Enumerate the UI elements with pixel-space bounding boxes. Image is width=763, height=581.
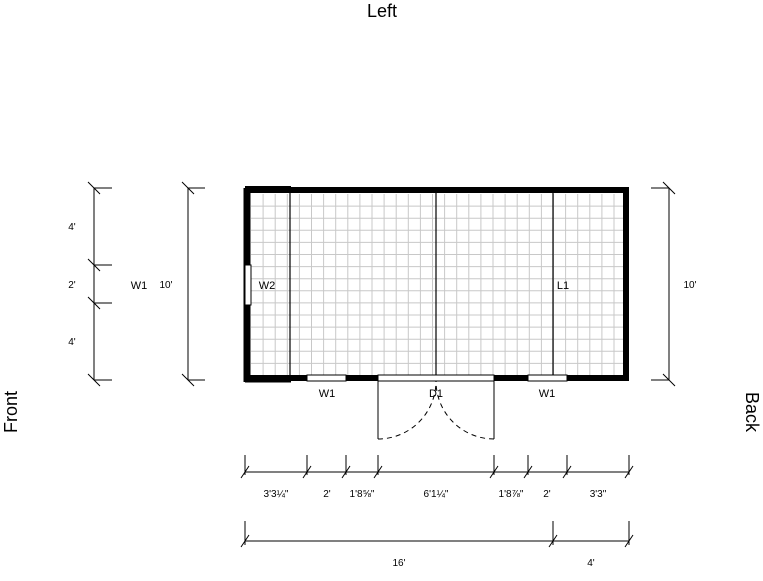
dim-bottom-overall-line — [240, 521, 634, 548]
dim-left-segments — [87, 181, 112, 387]
side-label-back: Back — [742, 392, 762, 433]
label-w2: W2 — [259, 280, 276, 292]
interior-lines — [289, 192, 554, 376]
label-l1: L1 — [557, 280, 569, 292]
floor-grid — [251, 194, 623, 375]
door-swing — [377, 380, 495, 440]
dim-right-total: 10' — [683, 280, 696, 291]
dim-left-3: 4' — [68, 337, 76, 348]
dim-bottom-3: 1'8⅝" — [350, 489, 375, 500]
dim-left-total-line — [181, 181, 205, 387]
dim-bottom-2: 2' — [323, 489, 331, 500]
label-w1-bottom-left: W1 — [319, 388, 336, 400]
openings — [244, 264, 568, 382]
dim-left-2: 2' — [68, 280, 76, 291]
dim-bottom-6: 2' — [543, 489, 551, 500]
dim-bottom-overall-2: 4' — [587, 558, 595, 569]
dim-bottom-5: 1'8⅞" — [499, 489, 524, 500]
dim-right-total-line — [651, 181, 676, 387]
walls — [243, 186, 629, 383]
dim-bottom-7: 3'3" — [590, 489, 607, 500]
dim-bottom-4: 6'1¼" — [424, 488, 449, 500]
dim-bottom-overall-1: 16' — [392, 558, 405, 569]
door-opening-d1 — [377, 374, 495, 382]
window-w1-bottom-right — [527, 374, 568, 382]
dim-left-total: 10' — [159, 280, 172, 291]
dim-bottom-1: 3'3¼" — [264, 488, 289, 500]
label-w1-bottom-right: W1 — [539, 388, 556, 400]
window-w1-bottom-left — [306, 374, 347, 382]
side-label-front: Front — [1, 391, 21, 433]
dim-bottom-segments — [240, 455, 634, 479]
window-w2 — [244, 264, 252, 306]
label-w1-front: W1 — [131, 280, 148, 292]
side-label-left: Left — [367, 1, 397, 21]
label-d1: D1 — [429, 388, 443, 400]
dim-left-1: 4' — [68, 222, 76, 233]
